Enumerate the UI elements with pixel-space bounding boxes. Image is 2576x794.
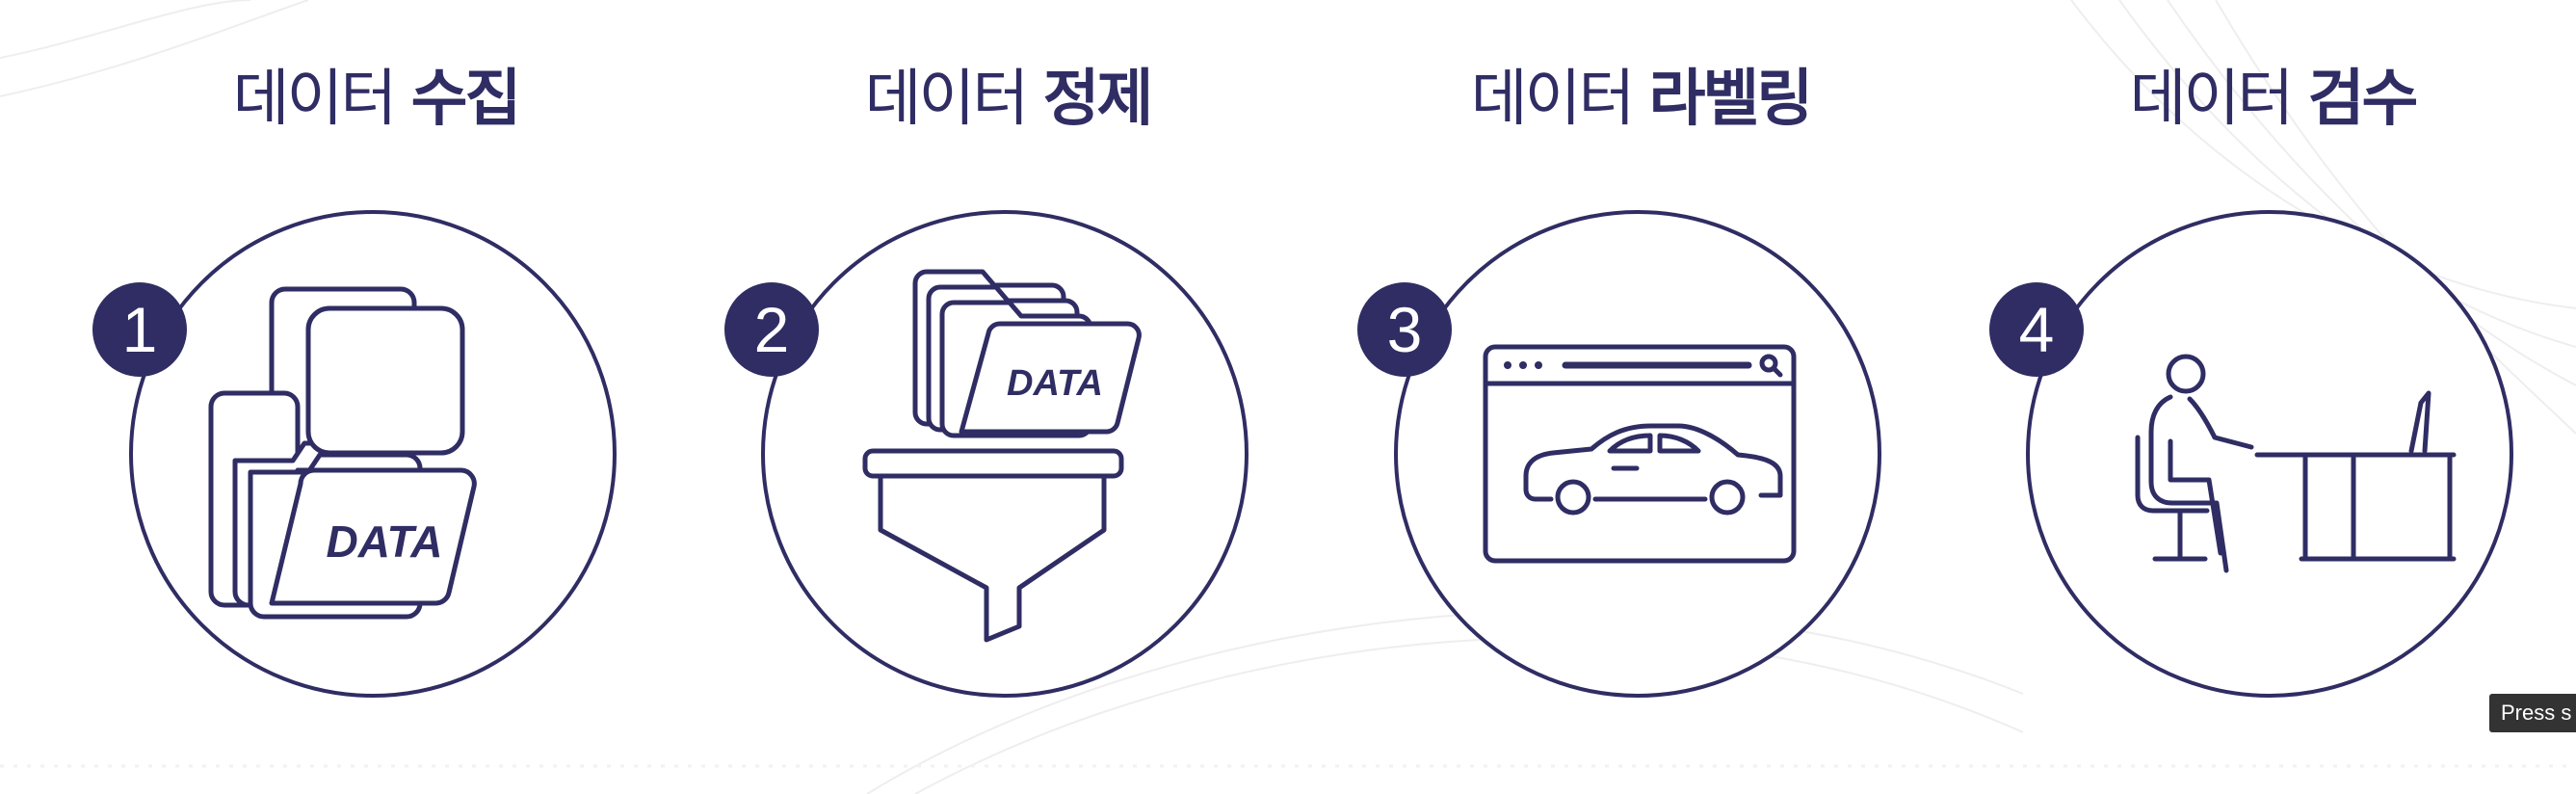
step-number-badge: 4 [1989, 282, 2084, 377]
step-title-prefix: 데이터 [864, 64, 1043, 135]
data-label: DATA [1007, 363, 1103, 404]
step-data-cleansing: 데이터 정제 DATA 2 [724, 0, 1277, 794]
step-number-badge: 3 [1357, 282, 1452, 377]
step-data-labeling: 데이터 라벨링 [1357, 0, 1910, 794]
step-title-prefix: 데이터 [232, 64, 411, 135]
step-title-emphasis: 정제 [1042, 64, 1154, 135]
browser-car-icon [1483, 344, 1797, 564]
keyboard-hint-tooltip: Press s [2489, 694, 2576, 732]
step-title-prefix: 데이터 [1470, 64, 1649, 135]
step-title-emphasis: 수집 [410, 64, 522, 135]
step-number-badge: 2 [724, 282, 819, 377]
step-title-emphasis: 검수 [2307, 64, 2419, 135]
step-circle [1394, 210, 1881, 698]
data-funnel-icon: DATA [862, 269, 1142, 643]
step-number-badge: 1 [92, 282, 187, 377]
step-data-inspection: 데이터 검수 4 [1989, 0, 2542, 794]
step-title-prefix: 데이터 [2129, 64, 2308, 135]
step-title: 데이터 수집 [106, 56, 645, 143]
step-data-collection: 데이터 수집 DATA 1 [92, 0, 645, 794]
data-folders-icon: DATA [208, 286, 477, 620]
step-title: 데이터 정제 [738, 56, 1277, 143]
step-title: 데이터 라벨링 [1371, 56, 1910, 143]
step-title: 데이터 검수 [2003, 56, 2542, 143]
person-at-desk-icon [2135, 354, 2457, 573]
data-label: DATA [327, 516, 443, 567]
step-title-emphasis: 라벨링 [1648, 64, 1814, 135]
